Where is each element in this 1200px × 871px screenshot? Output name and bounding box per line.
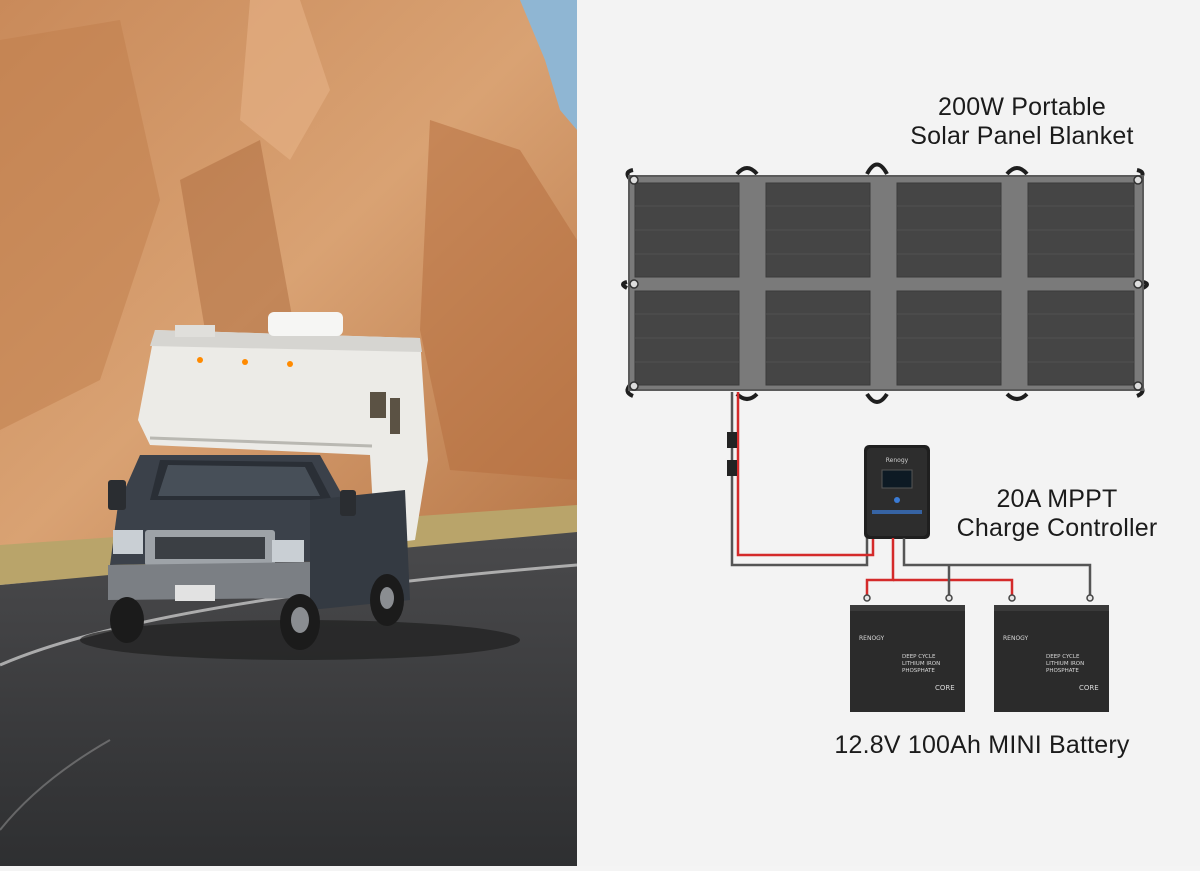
battery-1-core: CORE (935, 684, 955, 692)
battery-2-type-line3: PHOSPHATE (1046, 668, 1079, 674)
controller-to-battery-wires (865, 538, 1092, 596)
charge-controller-label: 20A MPPT Charge Controller (937, 485, 1177, 543)
panel-to-controller-wires (727, 392, 875, 567)
battery-2-core: CORE (1079, 684, 1099, 692)
solar-panel-blanket (621, 162, 1149, 404)
wiring-diagram: Renogy REN (577, 0, 1200, 866)
controller-brand-text: Renogy (886, 457, 909, 464)
wiring-diagram-graphic: Renogy REN (621, 162, 1149, 712)
battery-1-type-line2: LITHIUM IRON (902, 661, 940, 667)
battery-2-type-line1: DEEP CYCLE (1046, 654, 1080, 660)
charge-controller-label-line2: Charge Controller (956, 514, 1158, 542)
battery-2-type-line2: LITHIUM IRON (1046, 661, 1084, 667)
battery-1-brand: RENOGY (859, 635, 885, 642)
battery-1-type-line3: PHOSPHATE (902, 668, 935, 674)
charge-controller-label-line1: 20A MPPT (996, 485, 1118, 513)
solar-panel-label-line1: 200W Portable (938, 93, 1106, 121)
charge-controller: Renogy (864, 445, 930, 539)
battery-1: RENOGY DEEP CYCLE LITHIUM IRON PHOSPHATE… (850, 605, 965, 712)
battery-1-type-line1: DEEP CYCLE (902, 654, 936, 660)
battery-2-brand: RENOGY (1003, 635, 1029, 642)
solar-panel-label: 200W Portable Solar Panel Blanket (857, 93, 1187, 151)
truck-camper-photo (0, 0, 577, 866)
solar-panel-label-line2: Solar Panel Blanket (910, 122, 1134, 150)
battery-label: 12.8V 100Ah MINI Battery (834, 731, 1130, 759)
battery-2: RENOGY DEEP CYCLE LITHIUM IRON PHOSPHATE… (994, 605, 1109, 712)
